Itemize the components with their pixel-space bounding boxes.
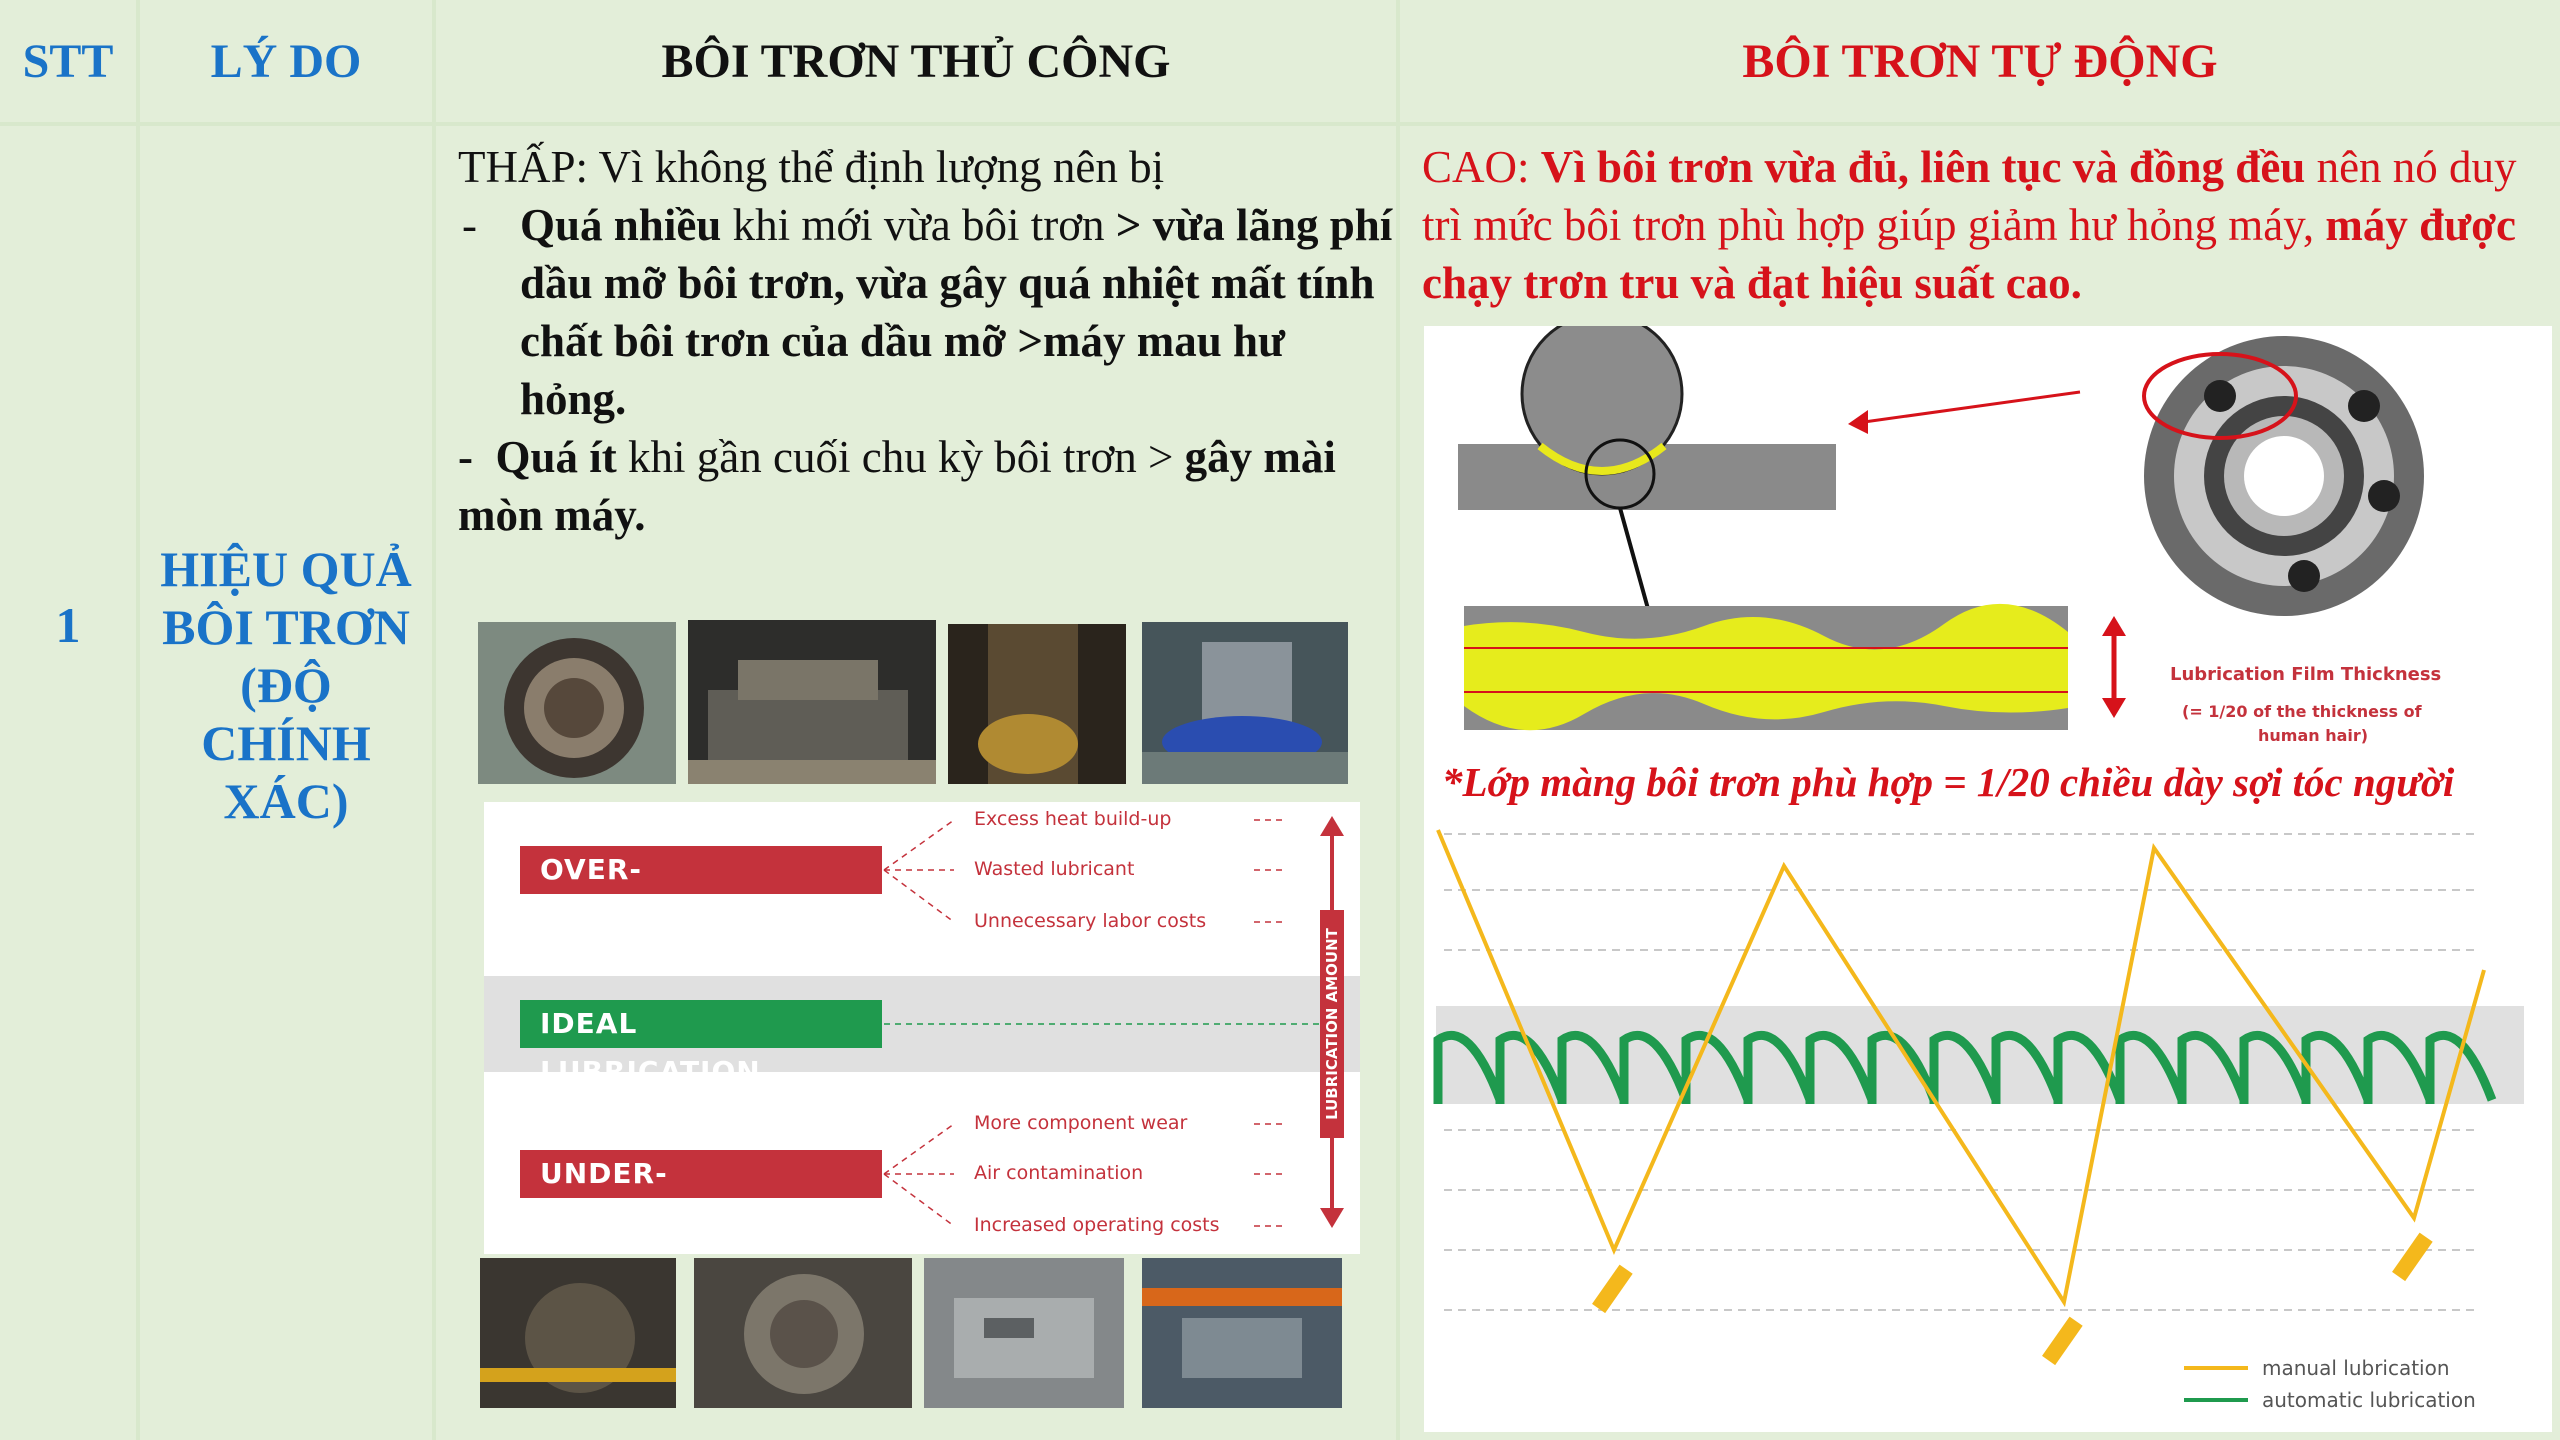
manual-bullet-dash-2: - xyxy=(458,432,473,482)
ideal-lubrication-label: IDEAL LUBRICATION xyxy=(520,1000,882,1088)
grease-gun-icon xyxy=(2042,1316,2083,1366)
reason-line: HIỆU QUẢ xyxy=(160,541,412,597)
manual-bullet-1: Quá nhiều khi mới vừa bôi trơn > vừa lãn… xyxy=(520,196,1400,428)
automatic-lubrication-arch xyxy=(1991,1030,2063,1104)
auto-description: CAO: Vì bôi trơn vừa đủ, liên tục và đồn… xyxy=(1422,138,2532,312)
manual-bullet-2: - Quá ít khi gần cuối chu kỳ bôi trơn > … xyxy=(458,428,1378,544)
automatic-lubrication-arch xyxy=(2363,1030,2435,1104)
automatic-lubrication-arch xyxy=(2301,1030,2373,1104)
film-thickness-sublabel-1: (= 1/20 of the thickness of xyxy=(2182,702,2422,721)
diagram-connectors xyxy=(883,816,1344,1228)
automatic-lubrication-arch xyxy=(1619,1030,1691,1104)
header-auto-cell: BÔI TRƠN TỰ ĐỘNG xyxy=(1400,0,2560,122)
reason-line: BÔI TRƠN xyxy=(162,599,410,655)
film-thickness-diagram: Lubrication Film Thickness (= 1/20 of th… xyxy=(1424,326,2552,874)
lubrication-comparison-chart: manual lubrication automatic lubrication xyxy=(1424,820,2552,1432)
over-item: Wasted lubricant xyxy=(974,858,1135,880)
row-reason-cell: HIỆU QUẢ BÔI TRƠN (ĐỘ CHÍNH XÁC) xyxy=(140,126,432,1440)
automatic-lubrication-arch xyxy=(2115,1030,2187,1104)
header-stt: STT xyxy=(22,34,114,88)
header-stt-cell: STT xyxy=(0,0,136,122)
photo-greasy-machine xyxy=(688,620,936,784)
row-manual-cell: THẤP: Vì không thể định lượng nên bị - Q… xyxy=(436,126,1396,1440)
reason-line: (ĐỘ xyxy=(240,657,332,713)
header-manual-cell: BÔI TRƠN THỦ CÔNG xyxy=(436,0,1396,122)
comparison-chart-svg: manual lubrication automatic lubrication xyxy=(1433,829,2524,1412)
photo-bearing-hub xyxy=(694,1258,912,1408)
manual-bullet-dash-1: - xyxy=(462,200,477,250)
row-number: 1 xyxy=(55,597,81,653)
row-number-cell: 1 xyxy=(0,126,136,1440)
under-lubrication-label: UNDER-LUBRICATION xyxy=(520,1150,882,1238)
header-reason-cell: LÝ DO xyxy=(140,0,432,122)
lubrication-amount-axis-label: LUBRICATION AMOUNT xyxy=(1323,928,1341,1120)
manual-bullet1-bold2: > vừa lãng phí dầu mỡ bôi trơn, vừa gây … xyxy=(520,200,1393,424)
automatic-lubrication-arch xyxy=(1433,1030,1505,1104)
automatic-lubrication-arch xyxy=(2239,1030,2311,1104)
reason-line: XÁC) xyxy=(223,773,349,829)
photo-machine-base xyxy=(924,1258,1124,1408)
header-auto: BÔI TRƠN TỰ ĐỘNG xyxy=(1742,34,2218,88)
automatic-lubrication-arch xyxy=(1867,1030,1939,1104)
automatic-lubrication-arch xyxy=(1681,1030,1753,1104)
manual-bullet2-bold2: gây mài mòn máy. xyxy=(458,432,1336,540)
under-item: More component wear xyxy=(974,1112,1188,1134)
automatic-lubrication-arch xyxy=(1805,1030,1877,1104)
automatic-lubrication-arch xyxy=(1929,1030,2001,1104)
header-reason: LÝ DO xyxy=(210,34,362,88)
legend-automatic-label: automatic lubrication xyxy=(2262,1388,2476,1412)
photo-worn-bearing xyxy=(478,622,676,784)
grease-gun-icon xyxy=(1592,1264,1633,1314)
automatic-lubrication-arch xyxy=(1557,1030,1629,1104)
auto-normal: nên nó duy trì mức bôi trơn phù hợp giúp… xyxy=(1422,142,2517,250)
grease-gun-icon xyxy=(2392,1232,2433,1282)
manual-bullet1-normal: khi mới vừa bôi trơn xyxy=(721,200,1116,250)
over-item: Excess heat build-up xyxy=(974,808,1172,830)
over-lubrication-label: OVER-LUBRICATION xyxy=(520,846,882,934)
photo-dirty-grease xyxy=(948,624,1126,784)
row-auto-cell: CAO: Vì bôi trơn vừa đủ, liên tục và đồn… xyxy=(1400,126,2560,1440)
manual-intro: THẤP: Vì không thể định lượng nên bị xyxy=(458,142,1165,192)
photo-gear-shaft xyxy=(480,1258,676,1408)
row-reason: HIỆU QUẢ BÔI TRƠN (ĐỘ CHÍNH XÁC) xyxy=(140,540,432,830)
legend-manual-label: manual lubrication xyxy=(2262,1356,2450,1380)
under-item: Increased operating costs xyxy=(974,1214,1220,1236)
manual-bullet2-bold: Quá ít xyxy=(495,432,617,482)
automatic-lubrication-arch xyxy=(1743,1030,1815,1104)
manual-bullet2-normal: khi gần cuối chu kỳ bôi trơn > xyxy=(616,432,1185,482)
automatic-lubrication-arch xyxy=(2177,1030,2249,1104)
lubrication-level-diagram: OVER-LUBRICATION IDEAL LUBRICATION UNDER… xyxy=(484,802,1360,1254)
automatic-lubrication-arch xyxy=(2425,1030,2497,1104)
auto-bold2: máy được chạy trơn tru và đạt hiệu suất … xyxy=(1422,200,2517,308)
film-note: *Lớp màng bôi trơn phù hợp = 1/20 chiều … xyxy=(1442,759,2455,805)
reason-line: CHÍNH xyxy=(201,715,371,771)
manual-bullet1-bold: Quá nhiều xyxy=(520,200,722,250)
film-thickness-label: Lubrication Film Thickness xyxy=(2170,664,2442,685)
film-thickness-sublabel-2: human hair) xyxy=(2258,726,2369,745)
photo-blue-housing xyxy=(1142,622,1348,784)
auto-prefix: CAO: xyxy=(1422,142,1541,192)
auto-bold: Vì bôi trơn vừa đủ, liên tục và đồng đều xyxy=(1540,142,2306,192)
over-item: Unnecessary labor costs xyxy=(974,910,1207,932)
film-thickness-graphic xyxy=(1458,326,2424,731)
header-manual: BÔI TRƠN THỦ CÔNG xyxy=(661,34,1171,88)
photo-orange-shaft xyxy=(1142,1258,1342,1408)
under-item: Air contamination xyxy=(974,1162,1144,1184)
automatic-lubrication-arch xyxy=(2053,1030,2125,1104)
manual-lubrication-line xyxy=(1436,829,2486,1308)
